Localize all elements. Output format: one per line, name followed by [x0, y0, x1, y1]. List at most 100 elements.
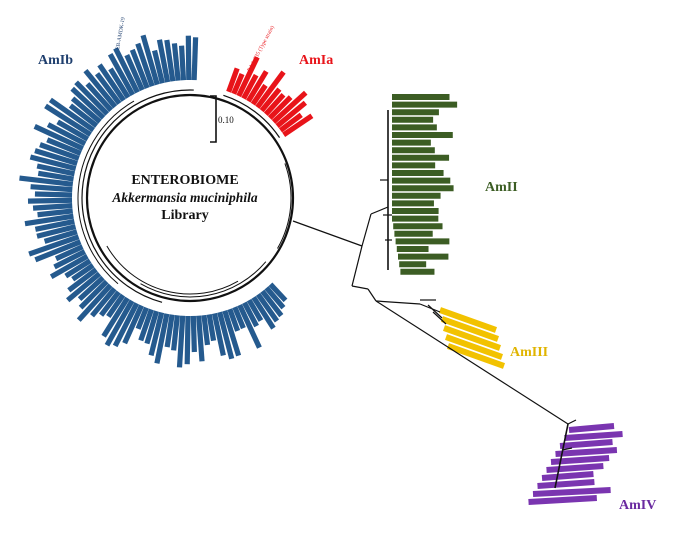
amib-leaf-bar [112, 302, 140, 348]
amiv-leaf-bar [559, 439, 613, 449]
center-library: Library [161, 208, 208, 223]
amib-leaf-bar [211, 312, 226, 356]
amib-strain-label: EB-AMDK-19 [115, 17, 127, 51]
amia-leaf-bar [267, 95, 293, 120]
amib-leaf-bar [64, 258, 92, 279]
inner-sub-arc [140, 261, 267, 298]
amib-leaf-bar [171, 43, 181, 81]
amia-leaf-bar [275, 100, 308, 129]
branch-root-to-outgroups [292, 220, 363, 247]
amia-leaf-bar [241, 73, 259, 100]
amib-leaf-bar [108, 67, 131, 99]
amia-leaf-bar [226, 67, 240, 93]
amib-leaf-bar [191, 37, 199, 81]
amia-leaf-bar [263, 92, 286, 116]
amib-leaf-bar [232, 306, 246, 330]
amib-leaf-bar [37, 170, 74, 182]
amib-leaf-bar [156, 39, 171, 83]
amib-leaf-bar [49, 253, 89, 279]
amib-leaf-bar [56, 119, 90, 142]
amib-leaf-bar [122, 304, 144, 345]
amib-leaf-bar [34, 218, 75, 232]
amiv-leaf-bar [564, 431, 623, 441]
amib-leaf-bar [29, 154, 77, 172]
amib-leaf-bar [237, 303, 262, 349]
amib-leaf-bar [242, 301, 259, 328]
amib-leaf-bar [104, 299, 135, 347]
amib-leaf-bar [67, 267, 98, 293]
amib-leaf-bar [34, 148, 78, 166]
scale-bar-label: 0.10 [218, 115, 234, 125]
amia-leaf-bar [282, 113, 314, 137]
amiv-node-tick [561, 447, 573, 451]
amia-inner-arc [223, 94, 281, 138]
amib-leaf-bar [46, 137, 82, 156]
root-ring [85, 93, 295, 303]
amib-leaf-bar [101, 296, 130, 338]
amib-leaf-bar [68, 103, 99, 128]
amiii-leaf-bar [446, 343, 506, 369]
amia-type-strain-label: BAA-835 (Type strain) [246, 24, 276, 73]
amiii-leaf-bar [438, 307, 498, 333]
amib-leaf-bar [74, 80, 110, 116]
amib-leaf-bar [24, 213, 74, 227]
amib-leaf-bar [246, 298, 264, 322]
amib-leaf-bar [97, 63, 126, 102]
amib-leaf-bar [129, 48, 150, 89]
amib-leaf-bar [106, 293, 126, 318]
amib-leaf-bar [148, 311, 165, 356]
amib-leaf-bar [164, 39, 176, 82]
amib-leaf-bar [251, 295, 276, 330]
amiv-leaf-bar [541, 471, 594, 481]
amib-leaf-bar [135, 306, 149, 330]
clade-label-amiii: AmIII [510, 345, 548, 360]
amib-leaf-bar [124, 54, 145, 92]
amib-leaf-bar [99, 290, 121, 317]
amia-leaf-bar [278, 112, 303, 133]
amib-leaf-bar [176, 315, 186, 368]
amiv-leaf-bar [546, 463, 604, 473]
amib-leaf-bar [83, 68, 118, 109]
amib-leaf-bar [255, 292, 280, 323]
amia-leaf-bar [236, 56, 260, 98]
amib-leaf-bar [53, 249, 87, 270]
amiv-node-bar [554, 423, 569, 489]
branch-amiii-node [419, 303, 441, 313]
branch-lower-stem [351, 285, 369, 290]
amib-leaf-bar [154, 313, 170, 364]
amib-leaf-bar [222, 309, 242, 357]
amib-leaf-bar [34, 239, 82, 263]
amiii-node-tick [432, 311, 447, 325]
amib-leaf-bar [178, 45, 187, 81]
amia-leaf-bar [259, 87, 282, 113]
branch-to-amiii-amiv [367, 288, 377, 302]
amib-leaf-bar [144, 310, 160, 345]
amib-leaf-bar [201, 314, 211, 346]
amib-leaf-bar [196, 315, 205, 362]
leaf-bars [19, 34, 623, 505]
clade-label-amib: AmIb [38, 53, 73, 68]
amib-leaf-bar [43, 229, 78, 244]
amib-inner-arc [81, 89, 194, 303]
amib-leaf-bar [260, 289, 284, 318]
amia-leaf-bar [271, 90, 308, 124]
clade-label-amiv: AmIV [619, 498, 656, 513]
amib-leaf-bar [135, 42, 155, 88]
inner-sub-arc [106, 245, 239, 295]
amiv-leaf-bar [568, 423, 615, 433]
amib-inner-arc [77, 100, 135, 285]
amib-leaf-bar [44, 103, 92, 137]
amib-leaf-bar [140, 34, 160, 86]
amib-leaf-bar [36, 224, 77, 239]
amiv-leaf-bar [537, 479, 595, 489]
clade-label-amii: AmII [485, 180, 518, 195]
amib-leaf-bar [78, 279, 109, 310]
amib-leaf-bar [164, 314, 175, 348]
amib-leaf-bar [152, 49, 165, 84]
amib-leaf-bar [190, 315, 197, 353]
amia-leaf-bar [231, 72, 245, 95]
amib-leaf-bar [264, 286, 286, 310]
amiii-leaf-bar [442, 325, 502, 351]
